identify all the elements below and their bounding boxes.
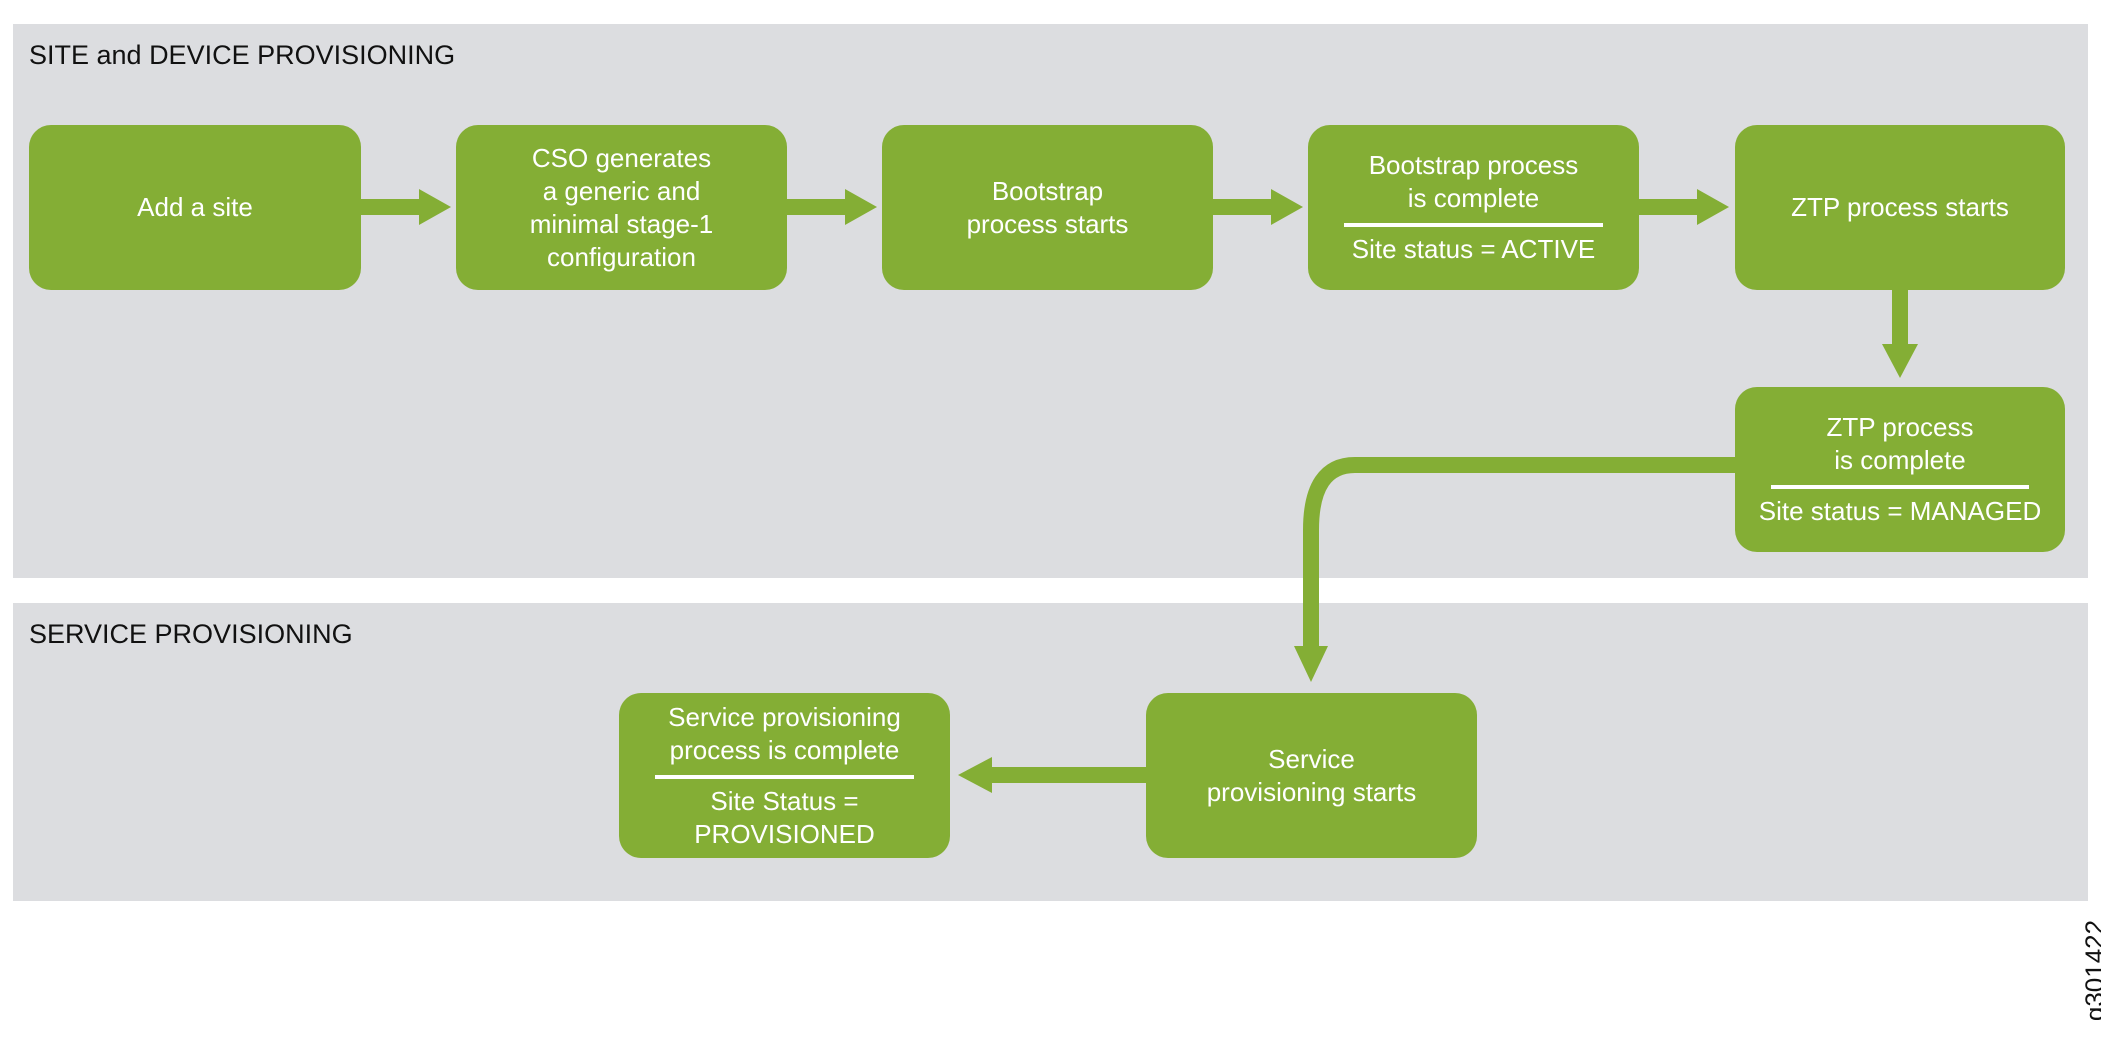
add-site-box: Add a site xyxy=(29,125,361,290)
box-label: Bootstrap xyxy=(991,175,1104,206)
divider xyxy=(1771,485,2029,489)
box-label: minimal stage-1 xyxy=(529,208,714,239)
bootstrap-starts-box: Bootstrap process starts xyxy=(882,125,1213,290)
arrow-service-starts-to-complete xyxy=(958,757,1146,793)
box-label: Service xyxy=(1268,743,1355,774)
arrow-bootstrap-to-complete xyxy=(1213,189,1303,225)
arrow-cso-to-bootstrap xyxy=(787,189,877,225)
bootstrap-complete-box: Bootstrap process is complete Site statu… xyxy=(1308,125,1639,290)
site-status: Site Status = xyxy=(710,785,859,816)
box-label: Service provisioning xyxy=(668,701,901,732)
service-starts-box: Service provisioning starts xyxy=(1146,693,1477,858)
service-complete-box: Service provisioning process is complete… xyxy=(619,693,950,858)
divider xyxy=(655,774,914,779)
box-label: CSO generates xyxy=(531,142,712,173)
divider xyxy=(1344,223,1603,227)
arrow-ztp-starts-to-complete xyxy=(1882,290,1918,378)
ztp-starts-box: ZTP process starts xyxy=(1735,125,2065,290)
site-status: Site status = ACTIVE xyxy=(1351,234,1596,264)
figure-id: g301422 xyxy=(2079,919,2101,1022)
box-label: ZTP process xyxy=(1826,412,1974,442)
box-label: process starts xyxy=(966,208,1129,239)
site-status: Site status = MANAGED xyxy=(1758,496,2042,526)
panel-title: SITE and DEVICE PROVISIONING xyxy=(29,40,456,70)
service-provisioning-panel: SERVICE PROVISIONING xyxy=(13,603,2088,901)
ztp-complete-box: ZTP process is complete Site status = MA… xyxy=(1735,387,2065,552)
box-label: Add a site xyxy=(137,192,253,222)
site-status: PROVISIONED xyxy=(694,818,875,849)
arrow-bootstrap-complete-to-ztp xyxy=(1639,189,1729,225)
box-label: is complete xyxy=(1834,445,1966,475)
arrow-add-site-to-cso xyxy=(361,189,451,225)
box-label: process is complete xyxy=(669,734,900,765)
box-label: Bootstrap process xyxy=(1368,150,1579,180)
panel-title: SERVICE PROVISIONING xyxy=(29,619,353,649)
box-label: configuration xyxy=(547,241,696,272)
arrow-ztp-complete-to-service xyxy=(1294,457,1735,682)
box-label: ZTP process starts xyxy=(1791,192,2009,222)
box-label: provisioning starts xyxy=(1206,776,1417,807)
site-device-provisioning-panel: SITE and DEVICE PROVISIONING xyxy=(13,24,2088,578)
cso-generates-box: CSO generates a generic and minimal stag… xyxy=(456,125,787,290)
box-label: a generic and xyxy=(542,175,701,206)
box-label: is complete xyxy=(1407,183,1540,213)
